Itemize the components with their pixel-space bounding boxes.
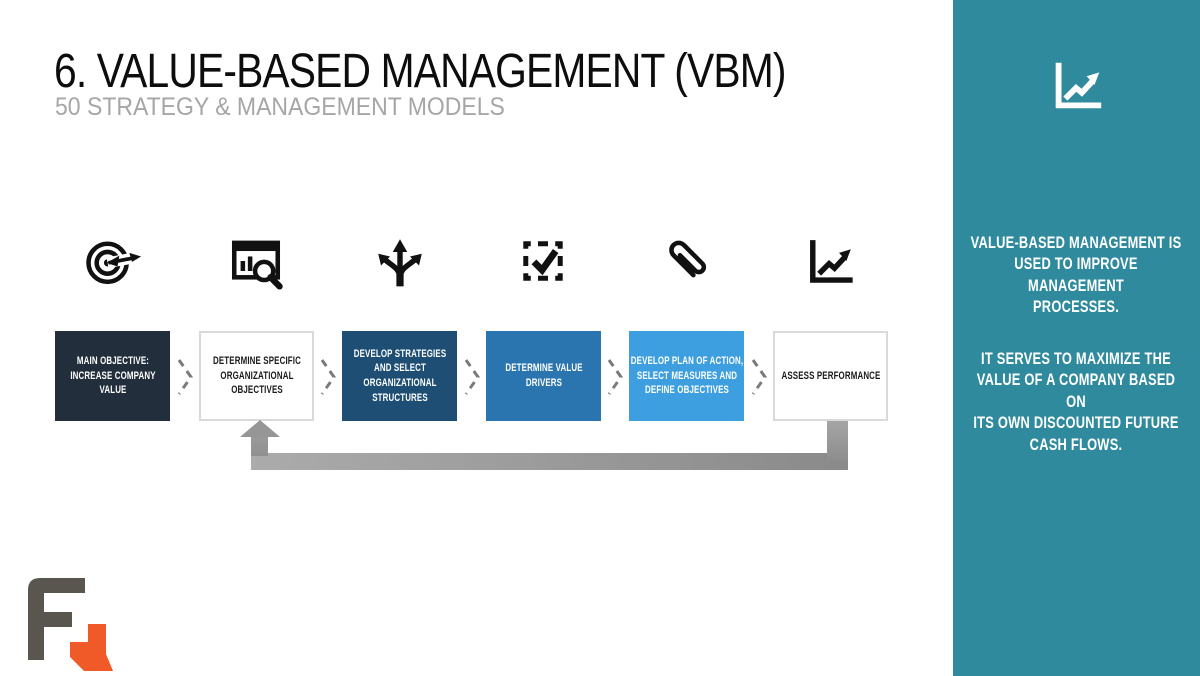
checkbox-dashed-icon — [514, 232, 572, 290]
process-step-determine-objectives: DETERMINE SPECIFIC ORGANIZATIONAL OBJECT… — [199, 331, 314, 421]
feedback-arrowhead-icon — [240, 420, 280, 437]
process-step-plan-of-action: DEVELOP PLAN OF ACTION, SELECT MEASURES … — [629, 331, 744, 421]
feedback-arrow-vertical — [827, 421, 848, 461]
dashed-arrow-icon — [318, 353, 340, 401]
process-step-main-objective: MAIN OBJECTIVE: INCREASE COMPANY VALUE — [55, 331, 170, 421]
dashed-arrow-icon — [175, 353, 197, 401]
dashed-arrow-icon — [749, 353, 771, 401]
trend-chart-icon — [801, 232, 859, 290]
feedback-arrow-horizontal — [251, 453, 848, 470]
chart-magnifier-icon — [227, 232, 285, 290]
process-step-develop-strategies: DEVELOP STRATEGIES AND SELECT ORGANIZATI… — [342, 331, 457, 421]
trend-chart-icon — [1046, 54, 1108, 116]
paperclip-icon — [658, 232, 716, 290]
dashed-arrow-icon — [462, 353, 484, 401]
process-step-label: DEVELOP PLAN OF ACTION, SELECT MEASURES … — [630, 355, 743, 397]
process-step-value-drivers: DETERMINE VALUE DRIVERS — [486, 331, 601, 421]
process-step-label: ASSESS PERFORMANCE — [781, 369, 880, 382]
branching-arrows-icon — [371, 232, 429, 290]
dashed-arrow-icon — [605, 353, 627, 401]
sidebar-text-1: VALUE-BASED MANAGEMENT IS USED TO IMPROV… — [970, 234, 1182, 317]
process-step-assess-performance: ASSESS PERFORMANCE — [773, 331, 888, 421]
process-step-label: DEVELOP STRATEGIES AND SELECT ORGANIZATI… — [353, 347, 446, 404]
process-step-label: MAIN OBJECTIVE: INCREASE COMPANY VALUE — [69, 355, 156, 397]
sidebar-text-2: IT SERVES TO MAXIMIZE THE VALUE OF A COM… — [973, 350, 1179, 454]
target-arrow-icon — [84, 232, 143, 290]
process-step-label: DETERMINE SPECIFIC ORGANIZATIONAL OBJECT… — [212, 355, 301, 397]
sidebar-panel: VALUE-BASED MANAGEMENT IS USED TO IMPROV… — [953, 0, 1200, 676]
feedback-arrow-shaft — [251, 436, 268, 456]
process-step-label: DETERMINE VALUE DRIVERS — [504, 362, 583, 389]
page-title: 6. VALUE-BASED MANAGEMENT (VBM) — [54, 45, 786, 98]
page-subtitle: 50 STRATEGY & MANAGEMENT MODELS — [55, 93, 505, 121]
brand-logo-icon — [27, 577, 122, 672]
